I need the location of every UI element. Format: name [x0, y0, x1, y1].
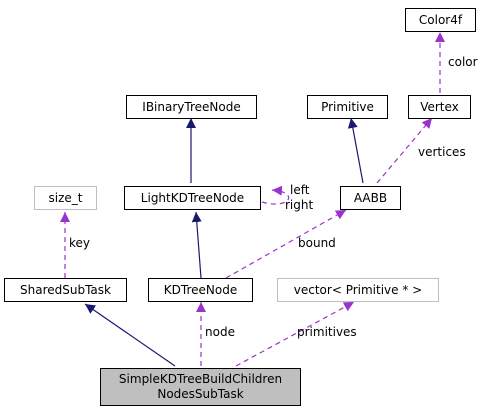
edge-kdtreenode-aabb	[225, 209, 347, 279]
node-primitive[interactable]: Primitive	[307, 95, 388, 119]
edge-kdtreenode-lightkdtreenode	[191, 211, 202, 279]
edge-focus-vector	[235, 301, 355, 367]
edge-label-node: node	[205, 325, 235, 339]
focus-class-name-line1: SimpleKDTreeBuildChildren	[118, 372, 283, 386]
node-focus-class[interactable]: SimpleKDTreeBuildChildren NodesSubTask	[100, 368, 301, 406]
edge-label-vertices: vertices	[418, 145, 466, 159]
node-lightkdtreenode[interactable]: LightKDTreeNode	[124, 186, 261, 210]
edge-focus-sharedsubtask	[84, 303, 176, 367]
edge-lightkdtreenode-self	[261, 185, 290, 205]
node-aabb[interactable]: AABB	[340, 186, 401, 210]
node-ibinarytreenode[interactable]: IBinaryTreeNode	[126, 95, 257, 119]
node-color4f[interactable]: Color4f	[405, 8, 476, 32]
node-sharedsubtask[interactable]: SharedSubTask	[4, 278, 127, 302]
node-vertex[interactable]: Vertex	[408, 95, 471, 119]
edge-aabb-primitive	[347, 117, 364, 184]
edge-label-bound: bound	[298, 236, 336, 250]
edge-label-primitives: primitives	[297, 325, 357, 339]
node-kdtreenode[interactable]: KDTreeNode	[148, 278, 253, 302]
focus-class-name-line2: NodesSubTask	[157, 387, 244, 401]
edge-label-color: color	[448, 55, 478, 69]
node-vector-primitive[interactable]: vector< Primitive * >	[277, 278, 439, 302]
edge-label-key: key	[69, 236, 91, 250]
edge-label-right: right	[285, 198, 314, 212]
edge-label-left: left	[290, 183, 310, 197]
node-size_t[interactable]: size_t	[34, 186, 97, 210]
